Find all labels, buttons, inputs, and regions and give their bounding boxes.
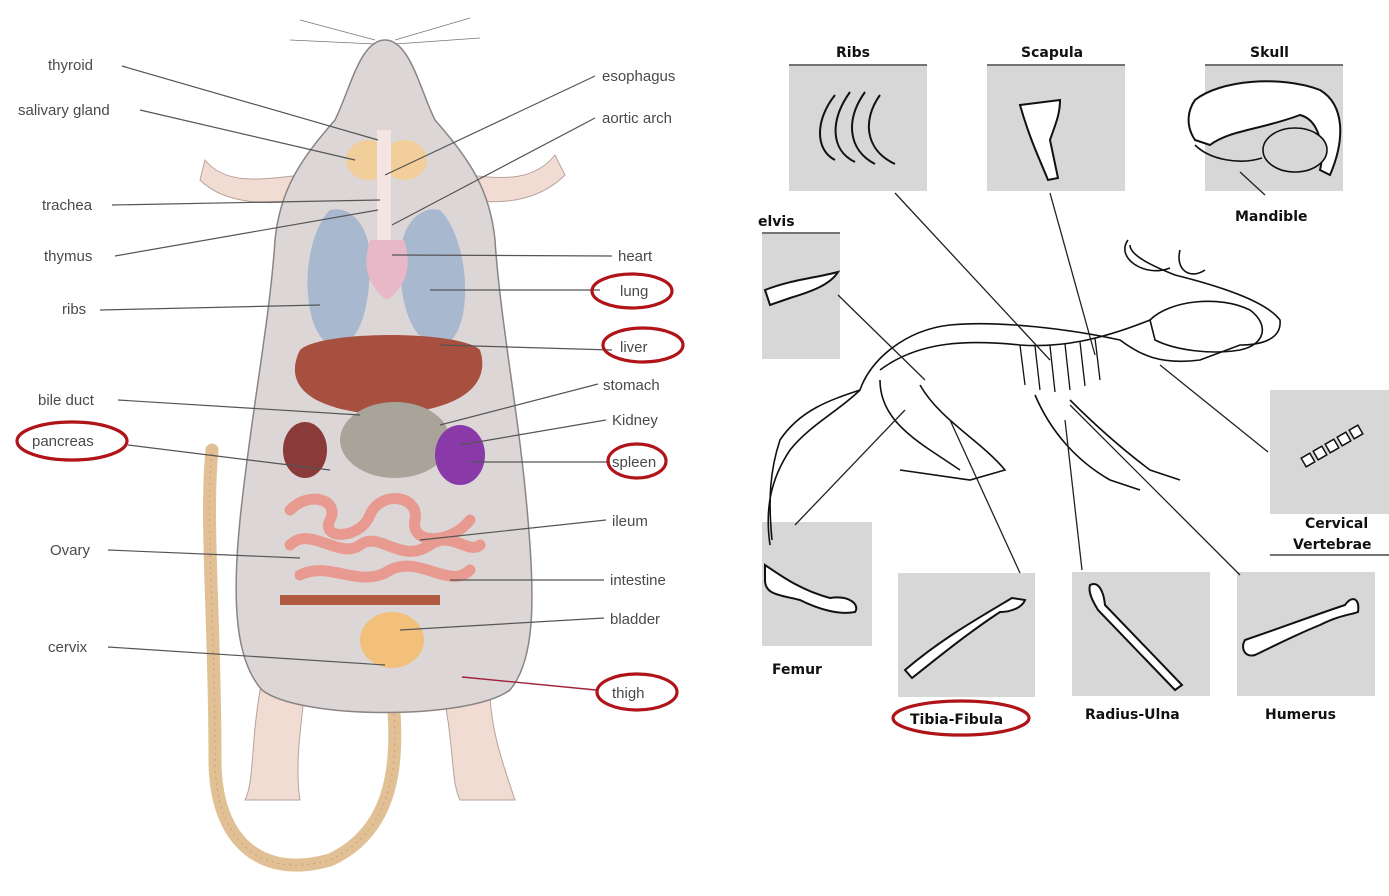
label-intestine: intestine xyxy=(610,572,666,589)
label-pelvis: elvis xyxy=(758,214,795,230)
label-thymus: thymus xyxy=(44,248,92,265)
panel-humerus xyxy=(1237,572,1375,696)
label-vertebrae: Vertebrae xyxy=(1293,537,1372,553)
skeleton-leader-lines xyxy=(795,193,1268,575)
label-scapula: Scapula xyxy=(1021,45,1083,61)
label-radius-ulna: Radius-Ulna xyxy=(1085,707,1180,723)
label-pancreas: pancreas xyxy=(32,433,94,450)
panel-ribs xyxy=(789,66,927,191)
label-tibia-fibula: Tibia-Fibula xyxy=(910,712,1003,728)
label-aortic-arch: aortic arch xyxy=(602,110,672,127)
label-bladder: bladder xyxy=(610,611,660,628)
label-cervical: Cervical xyxy=(1305,516,1368,532)
label-heart: heart xyxy=(618,248,653,265)
label-lung: lung xyxy=(620,283,648,300)
anatomy-labels-left: thyroid salivary gland trachea thymus ri… xyxy=(18,57,110,656)
label-thyroid: thyroid xyxy=(48,57,93,74)
label-ovary: Ovary xyxy=(50,542,91,559)
label-trachea: trachea xyxy=(42,197,93,214)
label-femur: Femur xyxy=(772,662,822,678)
rat-anatomy-illustration xyxy=(200,18,565,865)
label-kidney: Kidney xyxy=(612,412,658,429)
rat-skeleton-illustration xyxy=(768,240,1280,545)
label-salivary-gland: salivary gland xyxy=(18,102,110,119)
label-spleen: spleen xyxy=(612,454,656,471)
label-esophagus: esophagus xyxy=(602,68,675,85)
label-stomach: stomach xyxy=(603,377,660,394)
anatomy-labels-right: esophagus aortic arch heart lung liver s… xyxy=(602,68,675,702)
label-cervix: cervix xyxy=(48,639,88,656)
label-ribs: ribs xyxy=(62,301,86,318)
label-skull: Skull xyxy=(1250,45,1289,61)
label-mandible: Mandible xyxy=(1235,209,1307,225)
label-humerus: Humerus xyxy=(1265,707,1336,723)
label-thigh: thigh xyxy=(612,685,645,702)
label-ribs-bone: Ribs xyxy=(836,45,870,61)
label-liver: liver xyxy=(620,339,648,356)
label-bile-duct: bile duct xyxy=(38,392,95,409)
label-ileum: ileum xyxy=(612,513,648,530)
